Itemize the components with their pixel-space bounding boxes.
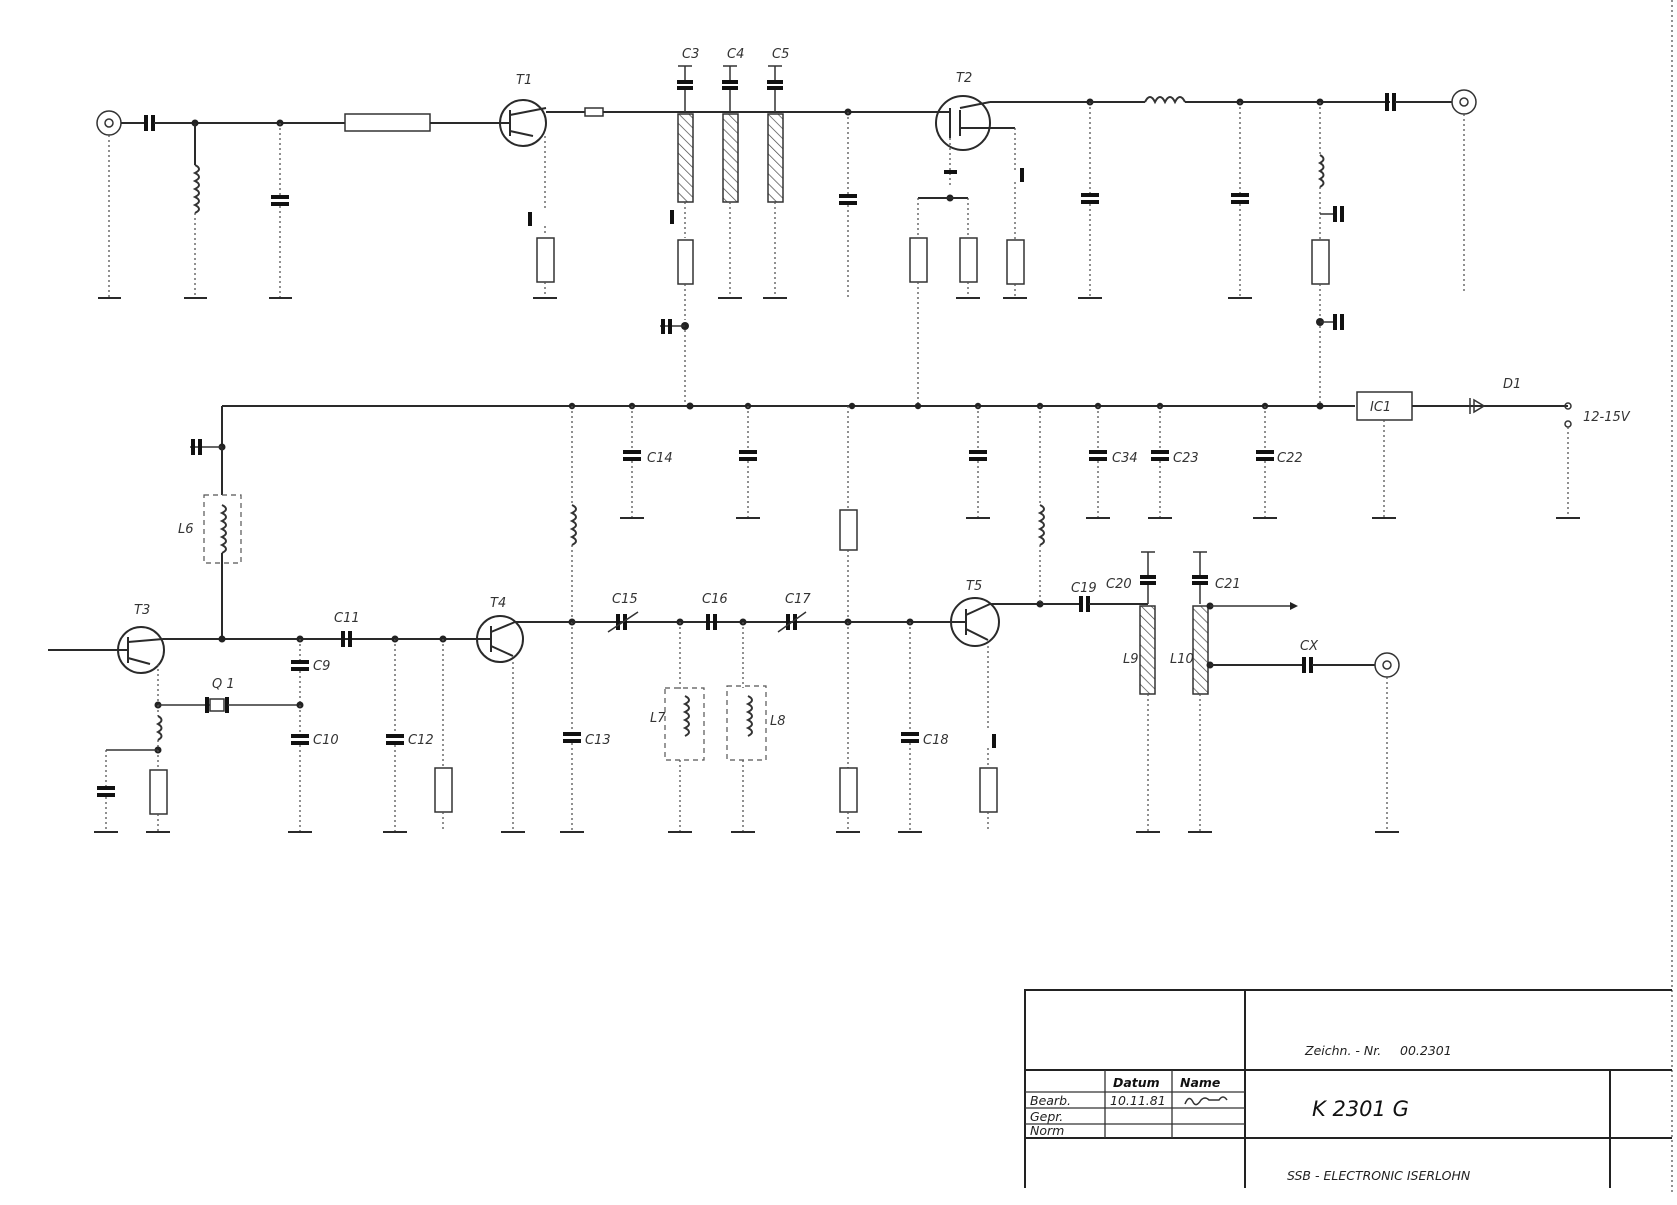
- label-T4: T4: [490, 596, 506, 611]
- signature: [1184, 1096, 1228, 1106]
- oscillator-T3: T3 L6 Q 1 C9: [48, 447, 478, 833]
- label-C15: C15: [612, 592, 638, 607]
- label-C13: C13: [585, 733, 611, 748]
- row-gepr: Gepr.: [1030, 1109, 1063, 1124]
- label-C11: C11: [334, 611, 360, 626]
- label-C23: C23: [1173, 451, 1199, 466]
- label-T5: T5: [966, 579, 982, 594]
- label-supply: 12-15V: [1583, 410, 1631, 425]
- label-L8: L8: [770, 714, 786, 729]
- supply-rail: C14 C34 C23 C22 IC1 D1 12-: [190, 377, 1631, 519]
- input-connector: [96, 110, 122, 136]
- output-stage-bottom: C19 C20 L9 C21 L10 CX: [1037, 406, 1400, 833]
- row-norm: Norm: [1030, 1123, 1064, 1138]
- label-C9: C9: [313, 659, 330, 674]
- bandpass-filter: C13 C15 C16 C17 L7 L8: [560, 406, 950, 833]
- label-L10: L10: [1170, 652, 1194, 667]
- node-C6: [839, 108, 857, 298]
- bearb-date: 10.11.81: [1110, 1093, 1166, 1108]
- label-C16: C16: [702, 592, 728, 607]
- label-C4: C4: [727, 47, 744, 62]
- label-C34: C34: [1112, 451, 1138, 466]
- label-L6: L6: [178, 522, 194, 537]
- label-L7: L7: [650, 711, 666, 726]
- transistor-T1: T1: [499, 73, 950, 299]
- ic1-regulator: [1356, 391, 1413, 421]
- label-C19: C19: [1071, 581, 1097, 596]
- label-C3: C3: [682, 47, 699, 62]
- filter-C3-C5: C3 C4 C5: [660, 47, 789, 404]
- label-IC1: IC1: [1370, 400, 1391, 415]
- label-Q1: Q 1: [212, 677, 235, 692]
- transistor-T2: T2: [909, 71, 1090, 404]
- output-filter: [1078, 89, 1477, 404]
- label-C17: C17: [785, 592, 811, 607]
- drawing-no: 00.2301: [1400, 1043, 1452, 1058]
- label-C20: C20: [1106, 577, 1132, 592]
- label-T2: T2: [956, 71, 972, 86]
- label-C12: C12: [408, 733, 434, 748]
- label-C5: C5: [772, 47, 789, 62]
- output2-connector: [1374, 652, 1400, 678]
- title-block: Zeichn. - Nr. 00.2301 Datum Name Bearb. …: [1024, 989, 1672, 1188]
- label-C18: C18: [923, 733, 949, 748]
- label-C22: C22: [1277, 451, 1303, 466]
- col-date: Datum: [1113, 1075, 1160, 1090]
- drawing-no-label: Zeichn. - Nr.: [1304, 1043, 1381, 1058]
- transistor-T5: T5: [950, 579, 1044, 832]
- label-C21: C21: [1215, 577, 1241, 592]
- label-D1: D1: [1503, 377, 1521, 392]
- label-T3: T3: [134, 603, 150, 618]
- label-C10: C10: [313, 733, 339, 748]
- part-no: K 2301 G: [1312, 1097, 1409, 1121]
- label-L9: L9: [1123, 652, 1139, 667]
- transistor-T4: T4: [476, 596, 572, 833]
- row-bearb: Bearb.: [1030, 1093, 1071, 1108]
- col-name: Name: [1180, 1075, 1220, 1090]
- label-C14: C14: [647, 451, 673, 466]
- input-stage: [96, 110, 500, 299]
- company: SSB - ELECTRONIC ISERLOHN: [1287, 1168, 1471, 1183]
- output-connector: [1451, 89, 1477, 115]
- label-T1: T1: [516, 73, 532, 88]
- label-CX: CX: [1300, 639, 1319, 654]
